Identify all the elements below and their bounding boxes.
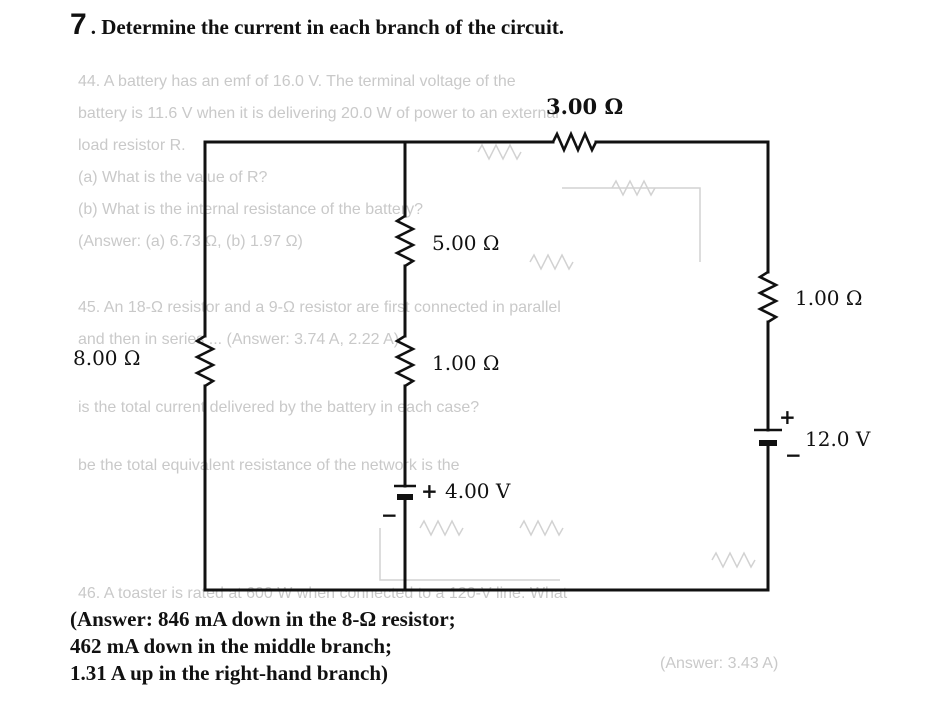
ghost-line: (Answer: (a) 6.73 Ω, (b) 1.97 Ω)	[78, 233, 303, 250]
battery-right-minus-sign: −	[785, 443, 802, 467]
problem-heading: 7. Determine the current in each branch …	[70, 8, 564, 42]
battery-right-label: 12.0 V	[805, 427, 871, 451]
ghost-line: be the total equivalent resistance of th…	[78, 457, 460, 474]
ghost-resistor	[529, 253, 574, 271]
ghost-resistor	[519, 519, 564, 537]
ghost-line: (a) What is the value of R?	[78, 169, 268, 186]
battery-right-plus-sign: +	[779, 405, 796, 429]
resistor-middle-upper	[394, 214, 416, 268]
battery-middle-label: 4.00 V	[445, 479, 511, 503]
ghost-line: 44. A battery has an emf of 16.0 V. The …	[78, 73, 516, 90]
ghost-resistor	[711, 551, 756, 569]
resistor-right-label: 1.00 Ω	[795, 286, 862, 310]
ghost-wires	[379, 187, 701, 581]
ghost-resistor	[477, 143, 522, 161]
battery-middle-minus-sign: −	[381, 503, 398, 527]
problem-number: 7	[70, 8, 87, 41]
answer-line: 462 mA down in the middle branch;	[70, 634, 393, 658]
battery-middle-plus-sign: +	[421, 479, 438, 503]
resistor-middle-lower-label: 1.00 Ω	[432, 351, 499, 375]
resistor-left	[194, 334, 216, 388]
answer-line: 1.31 A up in the right-hand branch)	[70, 661, 388, 685]
resistor-middle-lower	[394, 334, 416, 388]
ghost-line: and then in series ... (Answer: 3.74 A, …	[78, 331, 399, 348]
ghost-line: battery is 11.6 V when it is delivering …	[78, 105, 559, 122]
ghost-line: (Answer: 3.43 A)	[660, 655, 778, 672]
resistor-middle-upper-label: 5.00 Ω	[432, 231, 499, 255]
ghost-line: load resistor R.	[78, 137, 186, 154]
ghost-line: is the total current delivered by the ba…	[78, 399, 479, 416]
ghost-line: (b) What is the internal resistance of t…	[78, 201, 423, 218]
answer-block: (Answer: 846 mA down in the 8-Ω resistor…	[70, 606, 456, 687]
problem-statement: . Determine the current in each branch o…	[90, 15, 565, 39]
ghost-resistor	[419, 519, 464, 537]
ghost-line: 45. An 18-Ω resistor and a 9-Ω resistor …	[78, 299, 561, 316]
answer-line: (Answer: 846 mA down in the 8-Ω resistor…	[70, 607, 456, 631]
resistor-right	[757, 270, 779, 324]
resistor-top	[551, 130, 598, 154]
resistor-top-label: 3.00 Ω	[546, 94, 623, 119]
resistor-left-label: 8.00 Ω	[73, 346, 140, 370]
